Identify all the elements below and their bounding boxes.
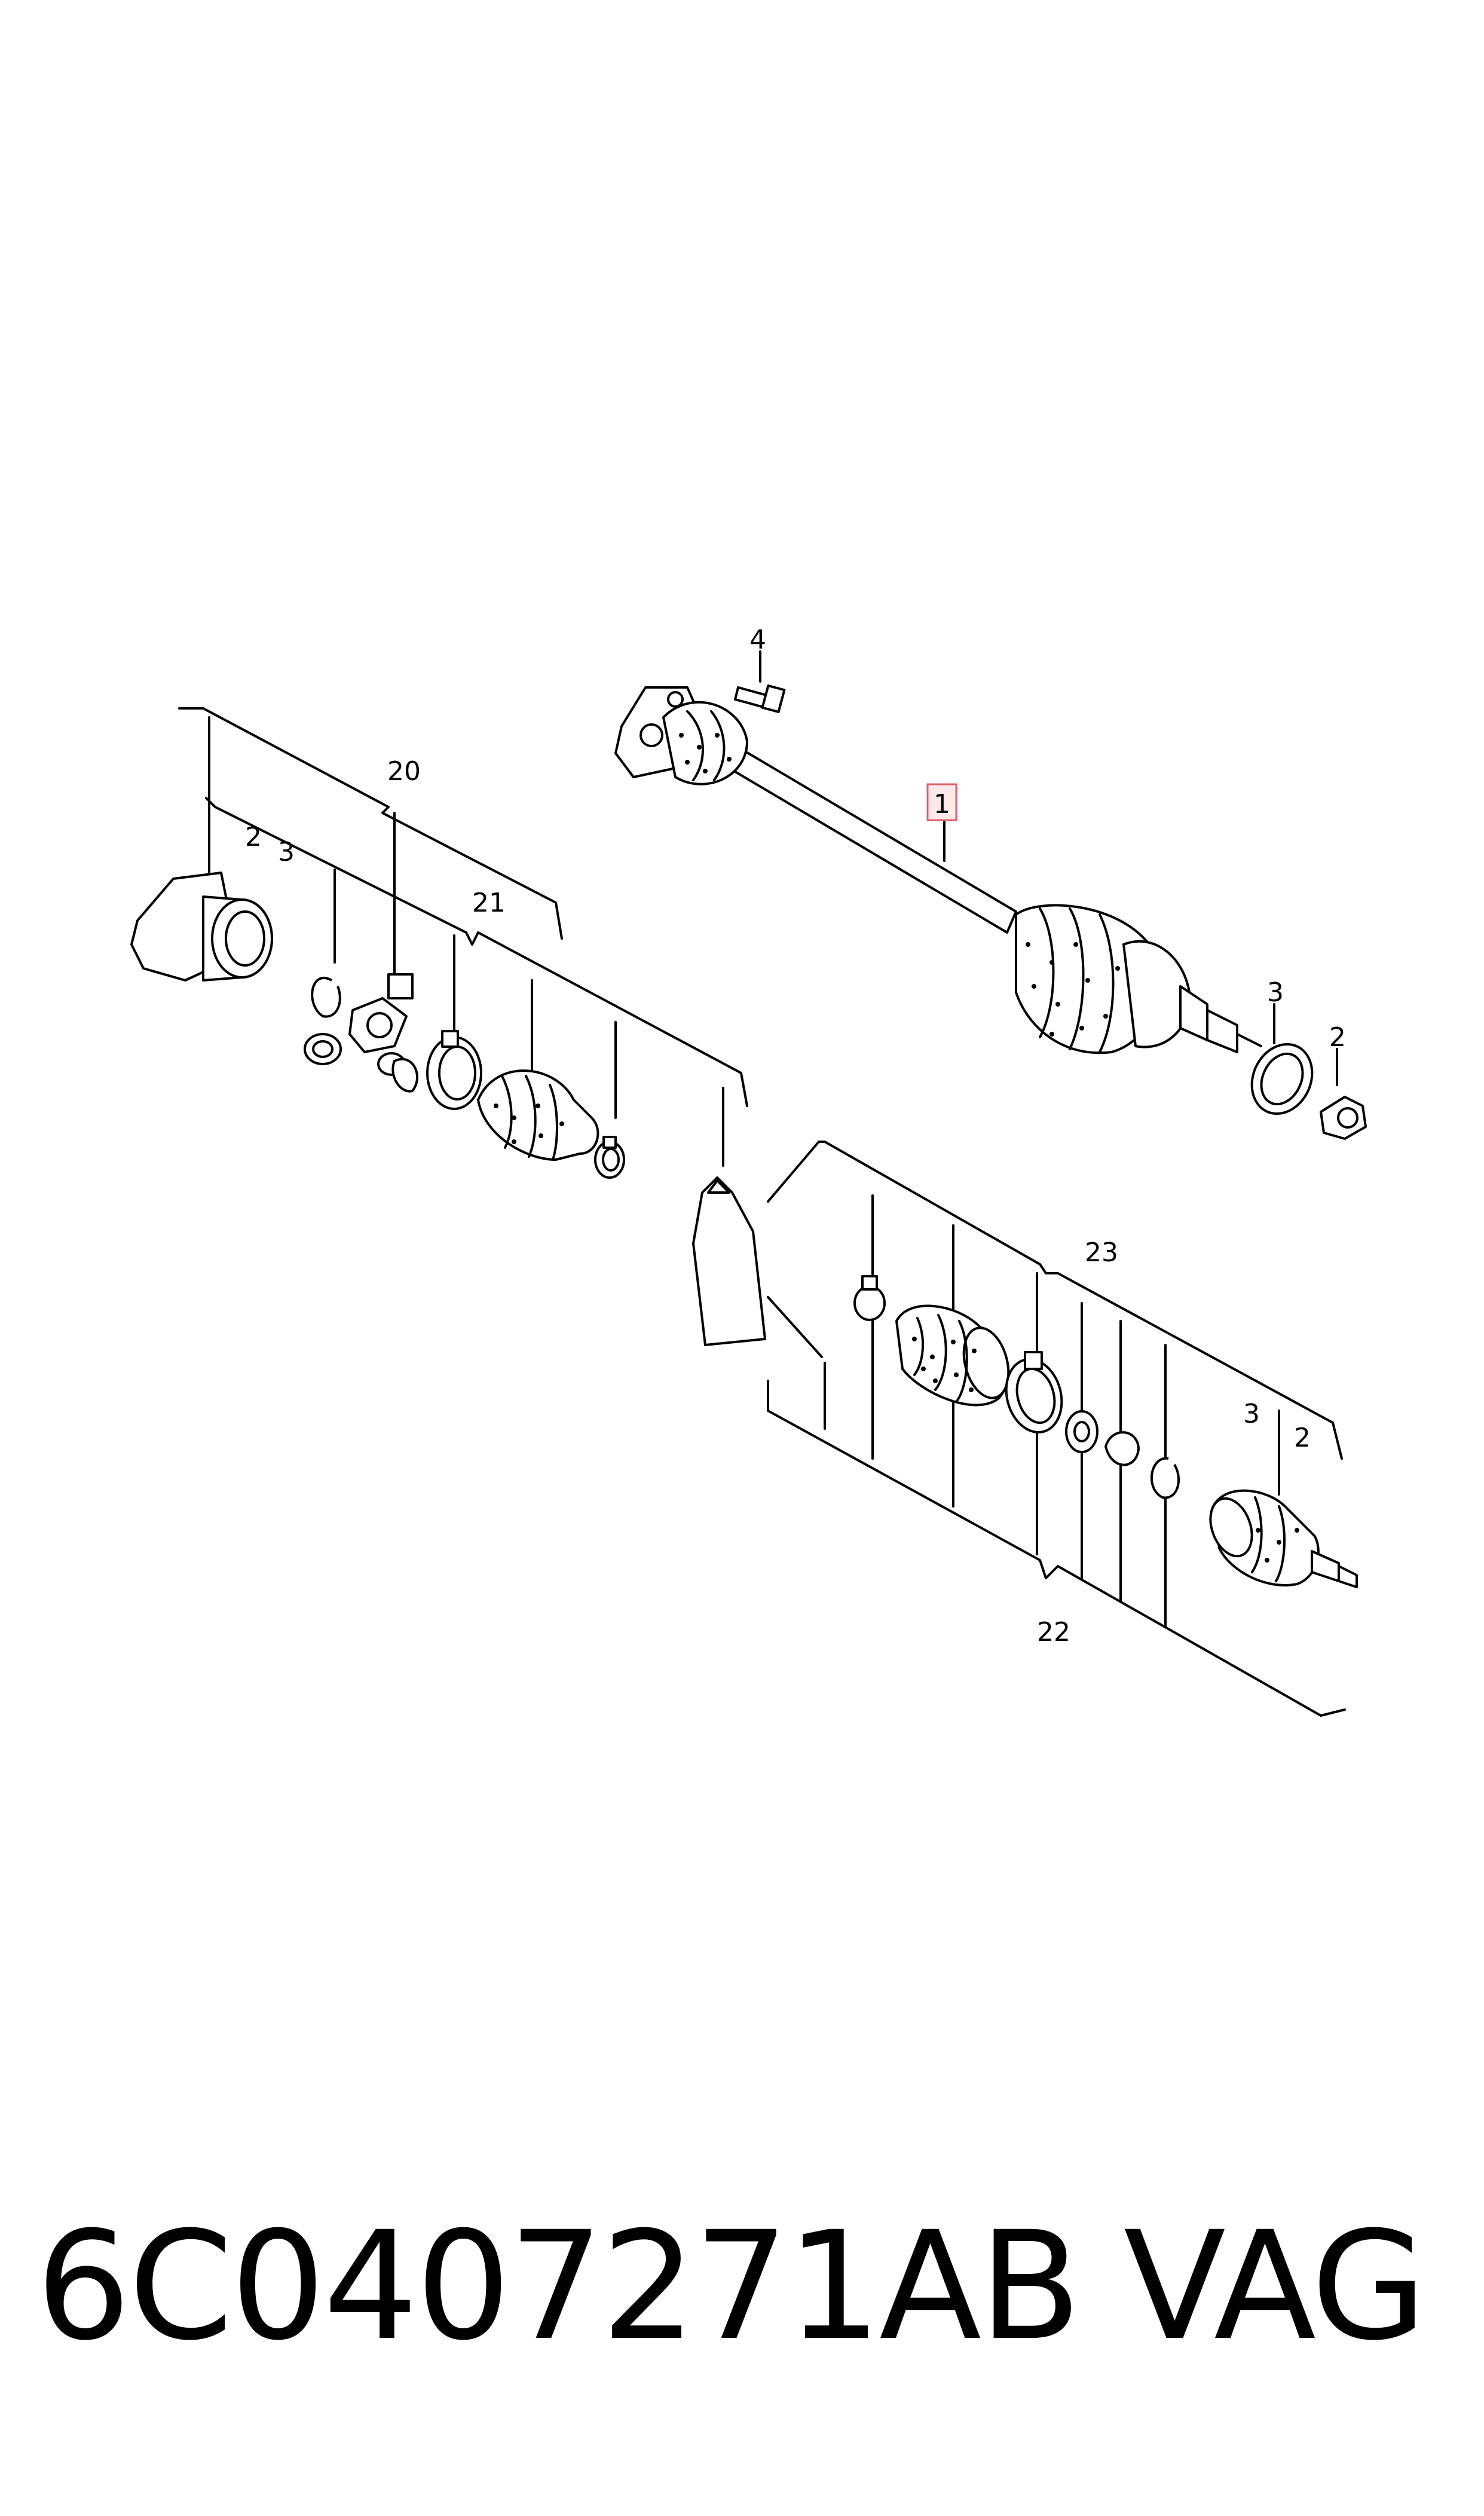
exploded-parts-diagram: 1 4 3 2 20 21 2 3 [130, 625, 1367, 1717]
callout-1: 1 [934, 789, 950, 820]
callout-1-highlight [926, 783, 957, 821]
callout-2-right: 2 [1294, 1423, 1311, 1453]
brand-name: VAG [1124, 2199, 1427, 2373]
callout-22: 22 [1037, 1617, 1070, 1647]
part-number: 6C0407271AB [36, 2199, 1082, 2373]
drive-shaft-assembly [614, 684, 1367, 1140]
outer-joint-parts [853, 1275, 1358, 1588]
callout-3-right: 3 [1243, 1399, 1260, 1429]
callout-4: 4 [749, 625, 766, 655]
callout-3-left: 3 [278, 837, 295, 867]
callout-21: 21 [472, 888, 506, 918]
inner-joint-parts [130, 872, 766, 1346]
boot-texture [679, 733, 1120, 1037]
callout-23: 23 [1085, 1237, 1118, 1268]
inner-joint-kit-bracket [178, 707, 748, 1167]
callout-2-left: 2 [245, 822, 262, 852]
callout-3-top: 3 [1267, 977, 1284, 1008]
callout-2-top: 2 [1329, 1022, 1346, 1053]
callout-20: 20 [387, 756, 421, 787]
